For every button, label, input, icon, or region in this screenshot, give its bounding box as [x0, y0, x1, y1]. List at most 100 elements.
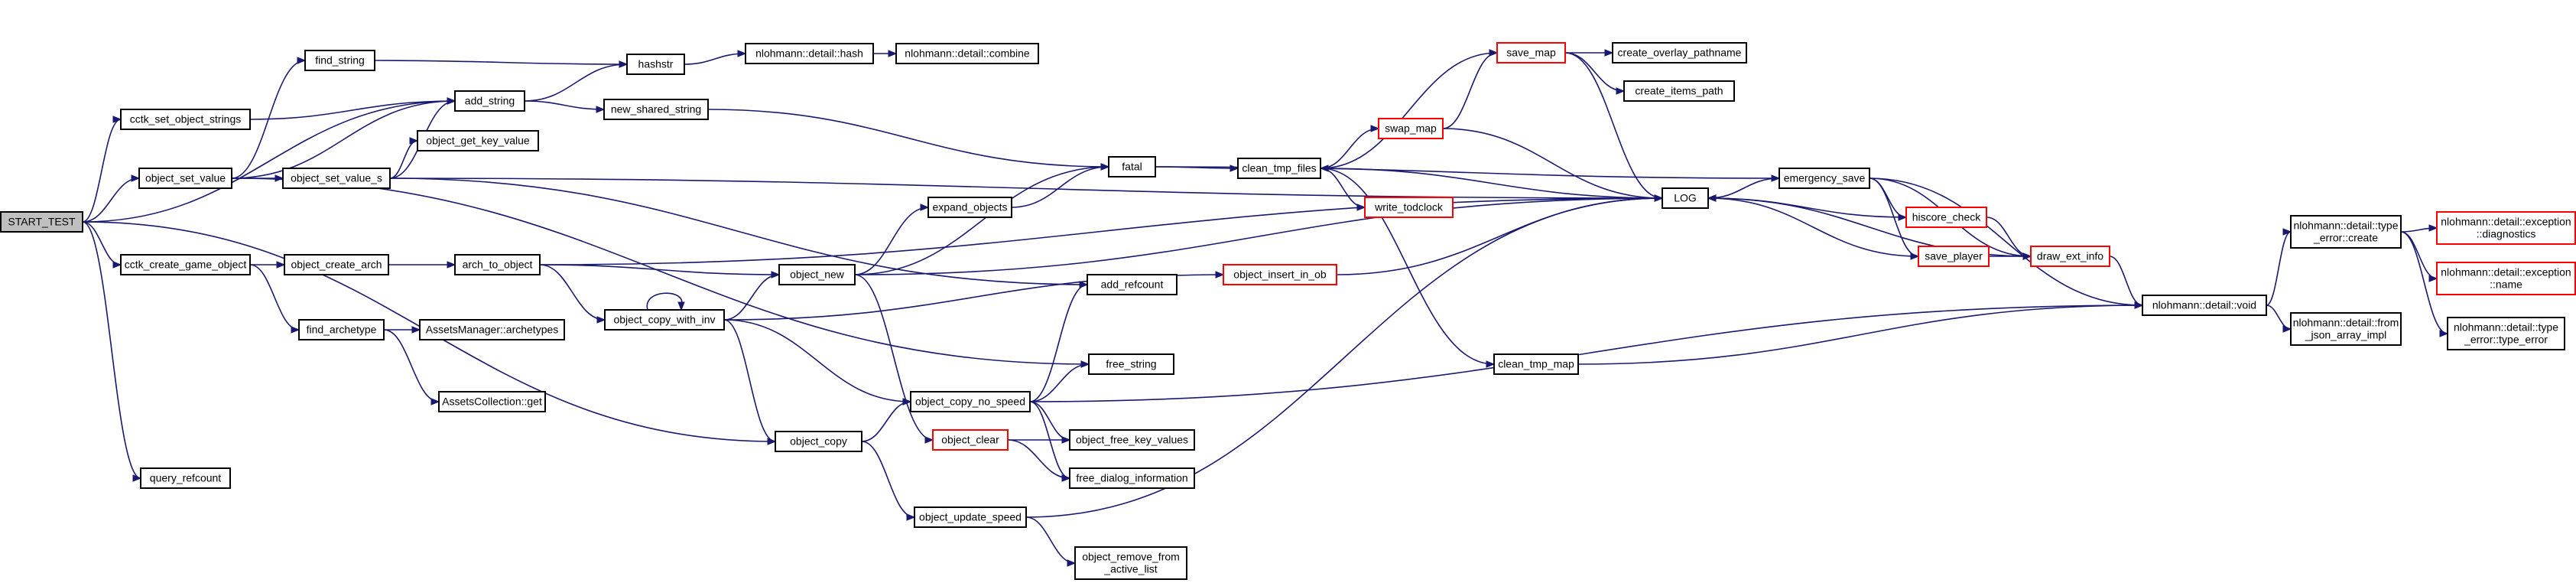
edge-line [854, 274, 934, 441]
node-object-new[interactable]: object_new [778, 264, 856, 285]
node-nlohmann-exception-name[interactable]: nlohmann::detail::exception::name [2436, 262, 2576, 295]
edge-object-copy-to-object-update-speed [861, 441, 916, 521]
node-object-set-value[interactable]: object_set_value [138, 168, 232, 189]
edge-new-shared-string-to-fatal [707, 109, 1110, 171]
node-nlohmann-detail-combine[interactable]: nlohmann::detail::combine [895, 43, 1039, 64]
node-label: AssetsManager::archetypes [426, 324, 559, 336]
node-draw-ext-info[interactable]: draw_ext_info [2030, 246, 2110, 267]
node-box [454, 90, 525, 112]
edge-find-archetype-to-assets-manager-archetypes [384, 326, 421, 334]
node-box [927, 197, 1012, 218]
node-create-items-path[interactable]: create_items_path [1623, 80, 1735, 102]
node-cctk-set-object-strings[interactable]: cctk_set_object_strings [120, 109, 251, 130]
node-clean-tmp-map[interactable]: clean_tmp_map [1493, 353, 1579, 375]
node-box [0, 211, 83, 233]
node-swap-map[interactable]: swap_map [1378, 118, 1444, 139]
edge-arrowhead [447, 97, 456, 105]
node-object-create-arch[interactable]: object_create_arch [284, 254, 389, 275]
node-new-shared-string[interactable]: new_shared_string [603, 99, 709, 120]
node-add-refcount[interactable]: add_refcount [1087, 274, 1178, 295]
edge-arrowhead [1370, 125, 1380, 132]
node-free-dialog-information[interactable]: free_dialog_information [1069, 467, 1195, 489]
node-label: _json_array_impl [2305, 329, 2387, 341]
edge-line [2400, 231, 2448, 334]
node-label: object_copy [790, 435, 847, 448]
node-nlohmann-detail-hash[interactable]: nlohmann::detail::hash [745, 43, 874, 64]
node-fatal[interactable]: fatal [1108, 156, 1156, 178]
node-label: nlohmann::detail::void [2152, 299, 2256, 311]
node-free-string[interactable]: free_string [1088, 353, 1174, 375]
edge-line [1869, 178, 2143, 306]
edge-object-set-value-s-to-object-get-key-value [389, 137, 419, 179]
edge-arrowhead [596, 316, 606, 324]
edge-nlohmann-detail-hash-to-nlohmann-detail-combine [873, 50, 898, 57]
node-label: fatal [1122, 161, 1142, 173]
node-object-copy[interactable]: object_copy [775, 431, 862, 452]
node-label: object_copy_no_speed [915, 396, 1025, 408]
edge-arrowhead [276, 261, 286, 269]
edge-line [231, 178, 1090, 365]
node-find-string[interactable]: find_string [304, 50, 375, 71]
node-label: new_shared_string [611, 103, 701, 116]
node-box [454, 254, 541, 275]
edge-line [2266, 305, 2292, 330]
node-cctk-create-game-object[interactable]: cctk_create_game_object [120, 254, 251, 275]
node-start-test[interactable]: START_TEST [0, 211, 83, 233]
edge-line [82, 119, 122, 223]
node-save-player[interactable]: save_player [1918, 246, 1990, 267]
node-box [1612, 42, 1747, 64]
node-box [778, 264, 856, 285]
edge-emergency-save-to-nlohmann-detail-void [1869, 178, 2144, 309]
node-nlohmann-exception-diagnostics[interactable]: nlohmann::detail::exception::diagnostics [2436, 211, 2576, 245]
edge-arrowhead [131, 174, 141, 182]
node-assets-manager-archetypes[interactable]: AssetsManager::archetypes [419, 319, 565, 340]
edge-swap-map-to-save-map [1442, 49, 1499, 129]
edge-line [1442, 128, 1663, 199]
node-label: object_insert_in_ob [1233, 269, 1327, 281]
node-object-clear[interactable]: object_clear [932, 429, 1009, 451]
node-hashstr[interactable]: hashstr [626, 54, 685, 75]
node-emergency-save[interactable]: emergency_save [1779, 168, 1870, 189]
node-clean-tmp-files[interactable]: clean_tmp_files [1237, 158, 1321, 179]
edge-line [389, 178, 1088, 285]
node-object-insert-in-ob[interactable]: object_insert_in_ob [1223, 264, 1337, 285]
node-object-set-value-s[interactable]: object_set_value_s [282, 168, 391, 189]
node-find-archetype[interactable]: find_archetype [298, 319, 385, 340]
node-create-overlay-pathname[interactable]: create_overlay_pathname [1612, 42, 1747, 64]
node-object-get-key-value[interactable]: object_get_key_value [417, 130, 539, 151]
edge-nlohmann-type-error-create-to-nlohmann-type-error-type-error [2400, 231, 2449, 337]
edge-line [646, 292, 683, 311]
node-object-copy-with-inv[interactable]: object_copy_with_inv [604, 309, 725, 331]
node-object-copy-no-speed[interactable]: object_copy_no_speed [910, 391, 1031, 412]
node-label: save_player [1925, 250, 1983, 262]
edge-arrowhead [2428, 224, 2438, 232]
node-nlohmann-type-error-type-error[interactable]: nlohmann::detail::type_error::type_error [2447, 317, 2565, 350]
edge-arrowhead [1319, 164, 1329, 172]
node-query-refcount[interactable]: query_refcount [140, 467, 231, 489]
node-label: create_overlay_pathname [1618, 47, 1742, 59]
node-object-remove-from-active-list[interactable]: object_remove_from_active_list [1074, 546, 1187, 580]
edge-line [1336, 197, 1663, 275]
node-log[interactable]: LOG [1662, 187, 1709, 209]
edge-line [1007, 439, 1070, 479]
node-nlohmann-type-error-create[interactable]: nlohmann::detail::type_error::create [2290, 215, 2402, 249]
node-expand-objects[interactable]: expand_objects [927, 197, 1012, 218]
node-save-map[interactable]: save_map [1496, 42, 1566, 64]
node-nlohmann-detail-void[interactable]: nlohmann::detail::void [2142, 295, 2267, 316]
node-box [1918, 246, 1990, 267]
edge-hiscore-check-to-log [1707, 194, 1907, 218]
edge-draw-ext-info-to-nlohmann-detail-void [2109, 256, 2144, 309]
edge-object-create-arch-to-arch-to-object [388, 261, 456, 269]
node-object-update-speed[interactable]: object_update_speed [914, 506, 1027, 528]
edge-line [1564, 52, 1663, 199]
edge-arrowhead [132, 474, 142, 482]
node-label: object_remove_from [1082, 551, 1180, 563]
node-arch-to-object[interactable]: arch_to_object [454, 254, 541, 275]
node-write-todclock[interactable]: write_todclock [1364, 197, 1454, 218]
node-object-free-key-values[interactable]: object_free_key_values [1069, 429, 1195, 451]
node-add-string[interactable]: add_string [454, 90, 525, 112]
node-hiscore-check[interactable]: hiscore_check [1905, 207, 1987, 228]
edge-arrowhead [1080, 360, 1090, 368]
node-nlohmann-from-json-array-impl[interactable]: nlohmann::detail::from_json_array_impl [2290, 312, 2402, 346]
node-assets-collection-get[interactable]: AssetsCollection::get [438, 391, 546, 412]
